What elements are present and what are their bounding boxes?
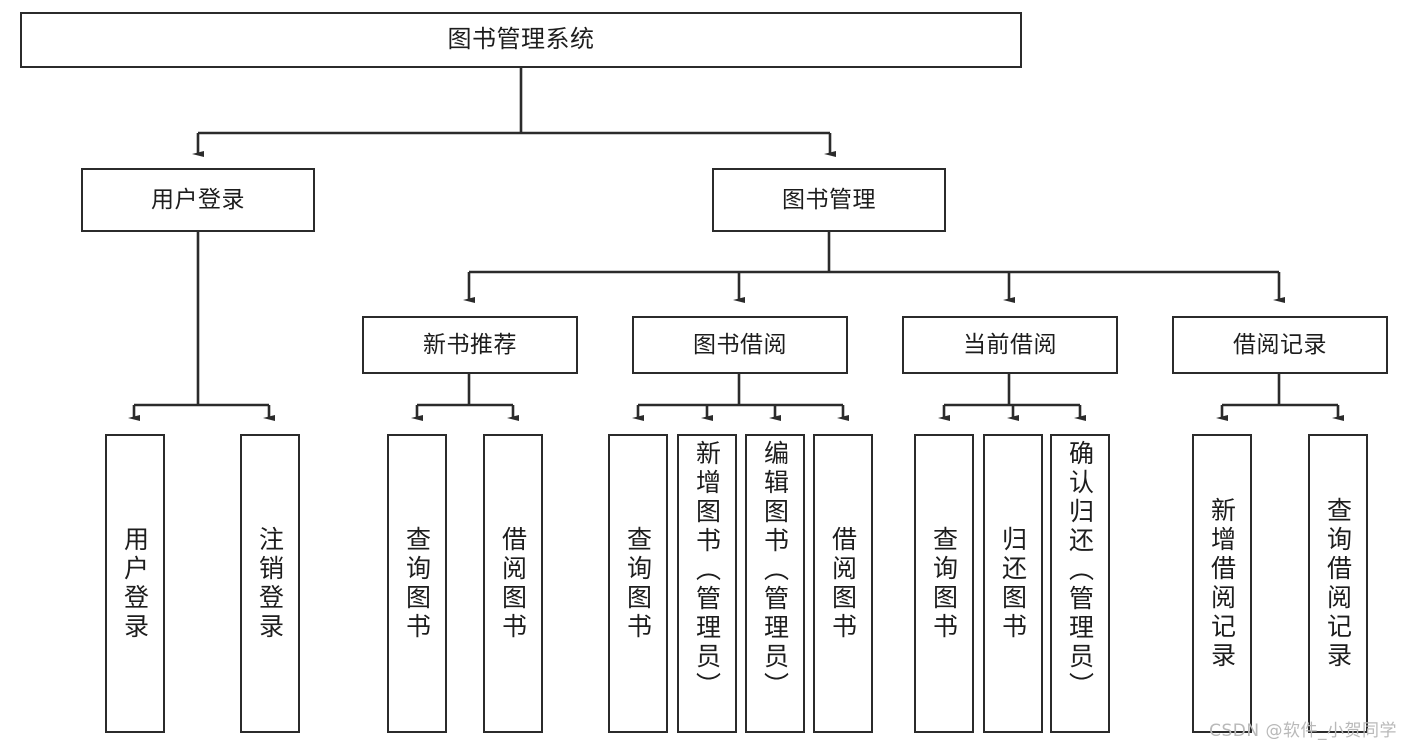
node-label: 查询借阅记录 <box>1323 496 1353 671</box>
node-current-borrow[interactable]: 当前借阅 <box>902 316 1118 374</box>
leaf-query-book-recommend[interactable]: 查询图书 <box>387 434 447 733</box>
node-label: 借阅图书 <box>828 525 858 642</box>
node-label: 归还图书 <box>998 525 1028 642</box>
leaf-query-borrow-record[interactable]: 查询借阅记录 <box>1308 434 1368 733</box>
node-new-book-recommend[interactable]: 新书推荐 <box>362 316 578 374</box>
leaf-query-book-borrow[interactable]: 查询图书 <box>608 434 668 733</box>
leaf-return-book[interactable]: 归还图书 <box>983 434 1043 733</box>
node-label: 查询图书 <box>402 525 432 642</box>
node-label: 图书借阅 <box>693 331 787 358</box>
leaf-query-book-current[interactable]: 查询图书 <box>914 434 974 733</box>
node-label: 用户登录 <box>151 186 245 213</box>
node-label: 新增借阅记录 <box>1207 496 1237 671</box>
node-root-system[interactable]: 图书管理系统 <box>20 12 1022 68</box>
leaf-logout[interactable]: 注销登录 <box>240 434 300 733</box>
node-user-login[interactable]: 用户登录 <box>81 168 315 232</box>
leaf-edit-book-admin[interactable]: 编辑图书（管理员） <box>745 434 805 733</box>
leaf-confirm-return-admin[interactable]: 确认归还（管理员） <box>1050 434 1110 733</box>
leaf-borrow-book-recommend[interactable]: 借阅图书 <box>483 434 543 733</box>
csdn-watermark: CSDN @软件_小贺同学 <box>1209 721 1397 741</box>
node-book-borrow[interactable]: 图书借阅 <box>632 316 848 374</box>
leaf-user-login[interactable]: 用户登录 <box>105 434 165 733</box>
node-label: 编辑图书（管理员） <box>760 440 790 701</box>
node-borrow-record[interactable]: 借阅记录 <box>1172 316 1388 374</box>
node-label: 当前借阅 <box>963 331 1057 358</box>
node-label: 查询图书 <box>929 525 959 642</box>
node-book-management[interactable]: 图书管理 <box>712 168 946 232</box>
leaf-add-borrow-record[interactable]: 新增借阅记录 <box>1192 434 1252 733</box>
node-label: 图书管理 <box>782 186 876 213</box>
leaf-borrow-book[interactable]: 借阅图书 <box>813 434 873 733</box>
node-label: 注销登录 <box>255 525 285 642</box>
node-label: 图书管理系统 <box>447 25 595 54</box>
node-label: 确认归还（管理员） <box>1065 440 1095 701</box>
node-label: 用户登录 <box>120 525 150 642</box>
node-label: 借阅图书 <box>498 525 528 642</box>
leaf-add-book-admin[interactable]: 新增图书（管理员） <box>677 434 737 733</box>
node-label: 借阅记录 <box>1233 331 1327 358</box>
node-label: 新增图书（管理员） <box>692 440 722 701</box>
node-label: 新书推荐 <box>423 331 517 358</box>
node-label: 查询图书 <box>623 525 653 642</box>
